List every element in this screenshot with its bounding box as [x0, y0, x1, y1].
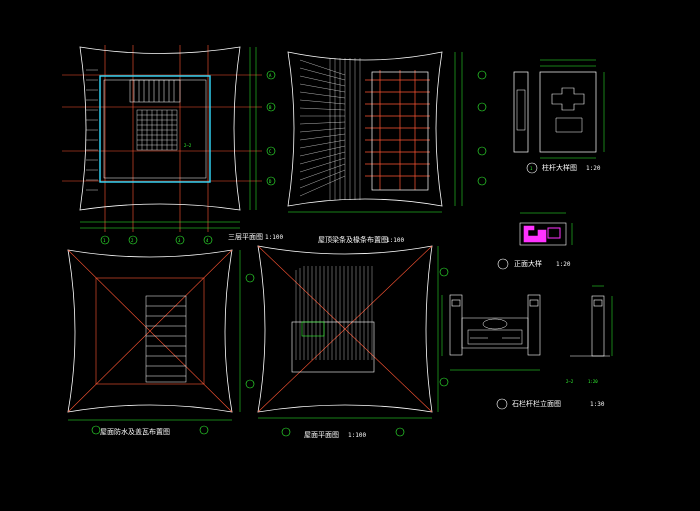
roof-plan-view: 屋面平面图 1:100: [257, 245, 449, 439]
plan3-scale: 1:100: [265, 234, 283, 241]
roof-frame-axis-bubbles: [477, 70, 487, 186]
elevation-hatch: [523, 225, 547, 243]
roof-frame-rafters: [299, 58, 361, 200]
railing-posts: [449, 294, 541, 356]
plan3-stair: [129, 79, 181, 103]
roof-frame-scale: 1:100: [386, 237, 404, 244]
plan3-center-grid: [136, 109, 178, 151]
column-detail-scale: 1:20: [586, 165, 601, 172]
railing-section-mark: 2—2: [566, 379, 574, 384]
roof-waterproof-lines: [67, 249, 233, 413]
roof-waterproof-stair: [145, 295, 187, 383]
column-detail-number: 1: [530, 166, 533, 171]
roof-frame-view: 屋顶梁条及椽条布置图 1:100: [287, 51, 487, 244]
column-detail-dimensions: [540, 59, 605, 159]
axis-label-b: B: [269, 105, 272, 110]
plan3-eaves: [79, 46, 241, 211]
roof-frame-eaves: [287, 51, 443, 207]
roof-plan-tiles: [295, 266, 373, 360]
roof-frame-dimensions: [288, 52, 463, 213]
plan3-axis-bubbles: [100, 70, 276, 245]
railing-section: [570, 295, 610, 357]
plan3-title: 三层平面图: [228, 233, 263, 241]
axis-label-3: 3: [178, 238, 181, 243]
railing-view: 2—2 1:20 石栏杆栏立面图 1:30: [441, 285, 613, 410]
axis-label-d: D: [269, 179, 272, 184]
axis-label-4: 4: [206, 238, 209, 243]
plan3-wall: [99, 75, 211, 183]
plan3-dimensions: [80, 47, 257, 229]
railing-panel: [461, 317, 529, 349]
elevation-scale: 1:20: [556, 261, 571, 268]
plan3-section-mark: 2—2: [184, 143, 192, 148]
axis-label-1: 1: [103, 238, 106, 243]
axis-label-c: C: [269, 149, 272, 154]
railing-title: 石栏杆栏立面图: [512, 399, 561, 408]
roof-waterproof-view: 屋面防水及盖瓦布置图: [67, 249, 255, 436]
column-detail-title: 柱杆大样图: [542, 163, 577, 172]
roof-plan-title: 屋面平面图: [304, 431, 339, 439]
elevation-view: 正面大样 1:20: [497, 212, 573, 270]
axis-label-a: A: [269, 73, 272, 78]
roof-plan-scale: 1:100: [348, 432, 366, 439]
plan3-view: 1 2 3 4 A B C D 三层平面图 1:100 2—2: [62, 45, 283, 245]
plan3-rafters: [86, 69, 98, 191]
railing-section-scale: 1:20: [588, 379, 598, 384]
axis-label-2: 2: [131, 238, 134, 243]
roof-frame-title: 屋顶梁条及椽条布置图: [318, 235, 388, 244]
roof-frame-purlins: [365, 70, 430, 190]
roof-waterproof-title: 屋面防水及盖瓦布置图: [100, 427, 170, 436]
railing-scale: 1:30: [590, 401, 605, 408]
elevation-title: 正面大样: [514, 259, 542, 268]
column-detail-view: 1 柱杆大样图 1:20: [513, 59, 605, 174]
